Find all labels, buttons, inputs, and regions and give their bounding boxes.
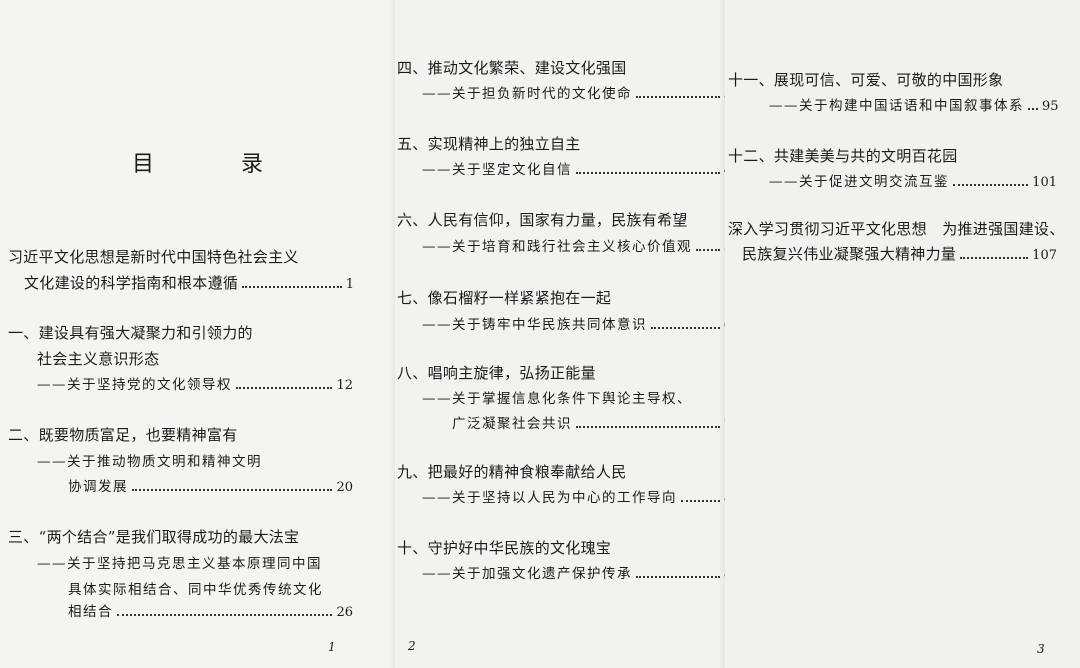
page-folio: 1	[328, 640, 336, 654]
chapter-3-title: 三、“两个结合”是我们取得成功的最大法宝	[8, 528, 300, 546]
leader-dots	[576, 172, 720, 174]
toc-page-3: 十一、展现可信、可爱、可敬的中国形象 ——关于构建中国话语和中国叙事体系 95 …	[725, 0, 1080, 668]
toc-entry-chapter-10[interactable]: ——关于加强文化遗产保护传承 8	[422, 562, 725, 582]
chapter-4-subtitle: ——关于担负新时代的文化使命	[422, 86, 632, 102]
page-number: 6	[724, 318, 725, 333]
toc-entry-chapter-7[interactable]: ——关于铸牢中华民族共同体意识 6	[422, 313, 725, 333]
toc-entry-chapter-6[interactable]: ——关于培育和践行社会主义核心价值观 5	[422, 235, 725, 255]
chapter-2-subtitle-line-2: 协调发展	[68, 479, 128, 495]
chapter-11-subtitle: ——关于构建中国话语和中国叙事体系	[769, 98, 1024, 114]
page-number: 8	[724, 491, 725, 506]
conclusion-line-2: 民族复兴伟业凝聚强大精神力量	[742, 245, 957, 263]
page-number: 107	[1032, 248, 1057, 263]
leader-dots	[953, 184, 1029, 186]
toc-entry-intro[interactable]: 文化建设的科学指南和根本遵循 1	[24, 272, 354, 293]
leader-dots	[576, 426, 720, 428]
chapter-10-title: 十、守护好中华民族的文化瑰宝	[397, 539, 612, 557]
chapter-8-subtitle-line-1: ——关于掌握信息化条件下舆论主导权、	[422, 391, 692, 407]
toc-entry-chapter-1[interactable]: ——关于坚持党的文化领导权 12	[37, 373, 353, 393]
chapter-6-subtitle: ——关于培育和践行社会主义核心价值观	[422, 239, 692, 255]
conclusion-line-1: 深入学习贯彻习近平文化思想 为推进强国建设、	[728, 220, 1065, 238]
leader-dots	[636, 576, 720, 578]
toc-page-2: 四、推动文化繁荣、建设文化强国 ——关于担负新时代的文化使命 3 五、实现精神上…	[395, 0, 725, 668]
leader-dots	[236, 387, 333, 389]
toc-entry-chapter-4[interactable]: ——关于担负新时代的文化使命 3	[422, 82, 725, 102]
leader-dots	[132, 489, 333, 491]
chapter-3-subtitle-line-2: 具体实际相结合、同中华优秀传统文化	[68, 582, 323, 598]
bleed-through-text	[30, 200, 370, 226]
toc-entry-chapter-8[interactable]: 广泛凝聚社会共识 7	[452, 412, 725, 432]
toc-entry-conclusion[interactable]: 民族复兴伟业凝聚强大精神力量 107	[742, 243, 1057, 264]
page-number: 8	[724, 567, 725, 582]
toc-entry-chapter-5[interactable]: ——关于坚定文化自信 4	[422, 158, 725, 178]
leader-dots	[242, 286, 342, 288]
toc-title: 目 录	[132, 152, 303, 177]
page-number: 4	[724, 163, 725, 178]
chapter-5-subtitle: ——关于坚定文化自信	[422, 162, 572, 178]
chapter-7-subtitle: ——关于铸牢中华民族共同体意识	[422, 317, 647, 333]
chapter-12-subtitle: ——关于促进文明交流互鉴	[769, 174, 949, 190]
chapter-2-title: 二、既要物质富足，也要精神富有	[8, 426, 238, 444]
page-number: 1	[345, 277, 354, 292]
leader-dots	[117, 614, 333, 616]
page-folio: 2	[408, 639, 416, 653]
chapter-12-title: 十二、共建美美与共的文明百花园	[728, 147, 958, 165]
chapter-2-subtitle-line-1: ——关于推动物质文明和精神文明	[37, 454, 262, 470]
chapter-6-title: 六、人民有信仰，国家有力量，民族有希望	[397, 211, 688, 229]
page-number: 26	[336, 605, 353, 620]
chapter-9-subtitle: ——关于坚持以人民为中心的工作导向	[422, 490, 677, 506]
chapter-3-subtitle-line-1: ——关于坚持把马克思主义基本原理同中国	[37, 556, 322, 572]
chapter-8-title: 八、唱响主旋律，弘扬正能量	[397, 364, 596, 382]
intro-line-1: 习近平文化思想是新时代中国特色社会主义	[8, 248, 299, 266]
toc-entry-chapter-9[interactable]: ——关于坚持以人民为中心的工作导向 8	[422, 486, 725, 506]
page-number: 95	[1042, 99, 1059, 114]
leader-dots	[1028, 108, 1038, 110]
leader-dots	[636, 96, 720, 98]
leader-dots	[960, 257, 1029, 259]
toc-entry-chapter-11[interactable]: ——关于构建中国话语和中国叙事体系 95	[769, 94, 1059, 114]
chapter-1-title-line-1: 一、建设具有强大凝聚力和引领力的	[8, 324, 253, 342]
page-number: 3	[724, 87, 725, 102]
page-number: 7	[724, 417, 725, 432]
leader-dots	[681, 500, 720, 502]
leader-dots	[651, 327, 720, 329]
chapter-3-subtitle-line-3: 相结合	[68, 604, 113, 620]
toc-entry-chapter-12[interactable]: ——关于促进文明交流互鉴 101	[769, 170, 1057, 190]
chapter-8-subtitle-line-2: 广泛凝聚社会共识	[452, 416, 572, 432]
page-number: 101	[1032, 175, 1057, 190]
intro-line-2: 文化建设的科学指南和根本遵循	[24, 274, 239, 292]
page-number: 20	[336, 480, 353, 495]
toc-entry-chapter-2[interactable]: 协调发展 20	[68, 475, 353, 495]
toc-entry-chapter-3[interactable]: 相结合 26	[68, 600, 353, 620]
page-number: 5	[724, 240, 725, 255]
leader-dots	[696, 249, 720, 251]
chapter-1-subtitle: ——关于坚持党的文化领导权	[37, 377, 232, 393]
chapter-11-title: 十一、展现可信、可爱、可敬的中国形象	[728, 71, 1004, 89]
chapter-1-title-line-2: 社会主义意识形态	[37, 350, 160, 368]
chapter-4-title: 四、推动文化繁荣、建设文化强国	[397, 59, 627, 77]
page-number: 12	[336, 378, 353, 393]
bleed-through-text	[760, 290, 1070, 316]
chapter-7-title: 七、像石榴籽一样紧紧抱在一起	[397, 289, 612, 307]
chapter-5-title: 五、实现精神上的独立自主	[397, 135, 581, 153]
chapter-10-subtitle: ——关于加强文化遗产保护传承	[422, 566, 632, 582]
chapter-9-title: 九、把最好的精神食粮奉献给人民	[397, 463, 627, 481]
page-folio: 3	[1037, 642, 1045, 656]
toc-page-1: 目 录 习近平文化思想是新时代中国特色社会主义 文化建设的科学指南和根本遵循 1…	[0, 0, 395, 668]
